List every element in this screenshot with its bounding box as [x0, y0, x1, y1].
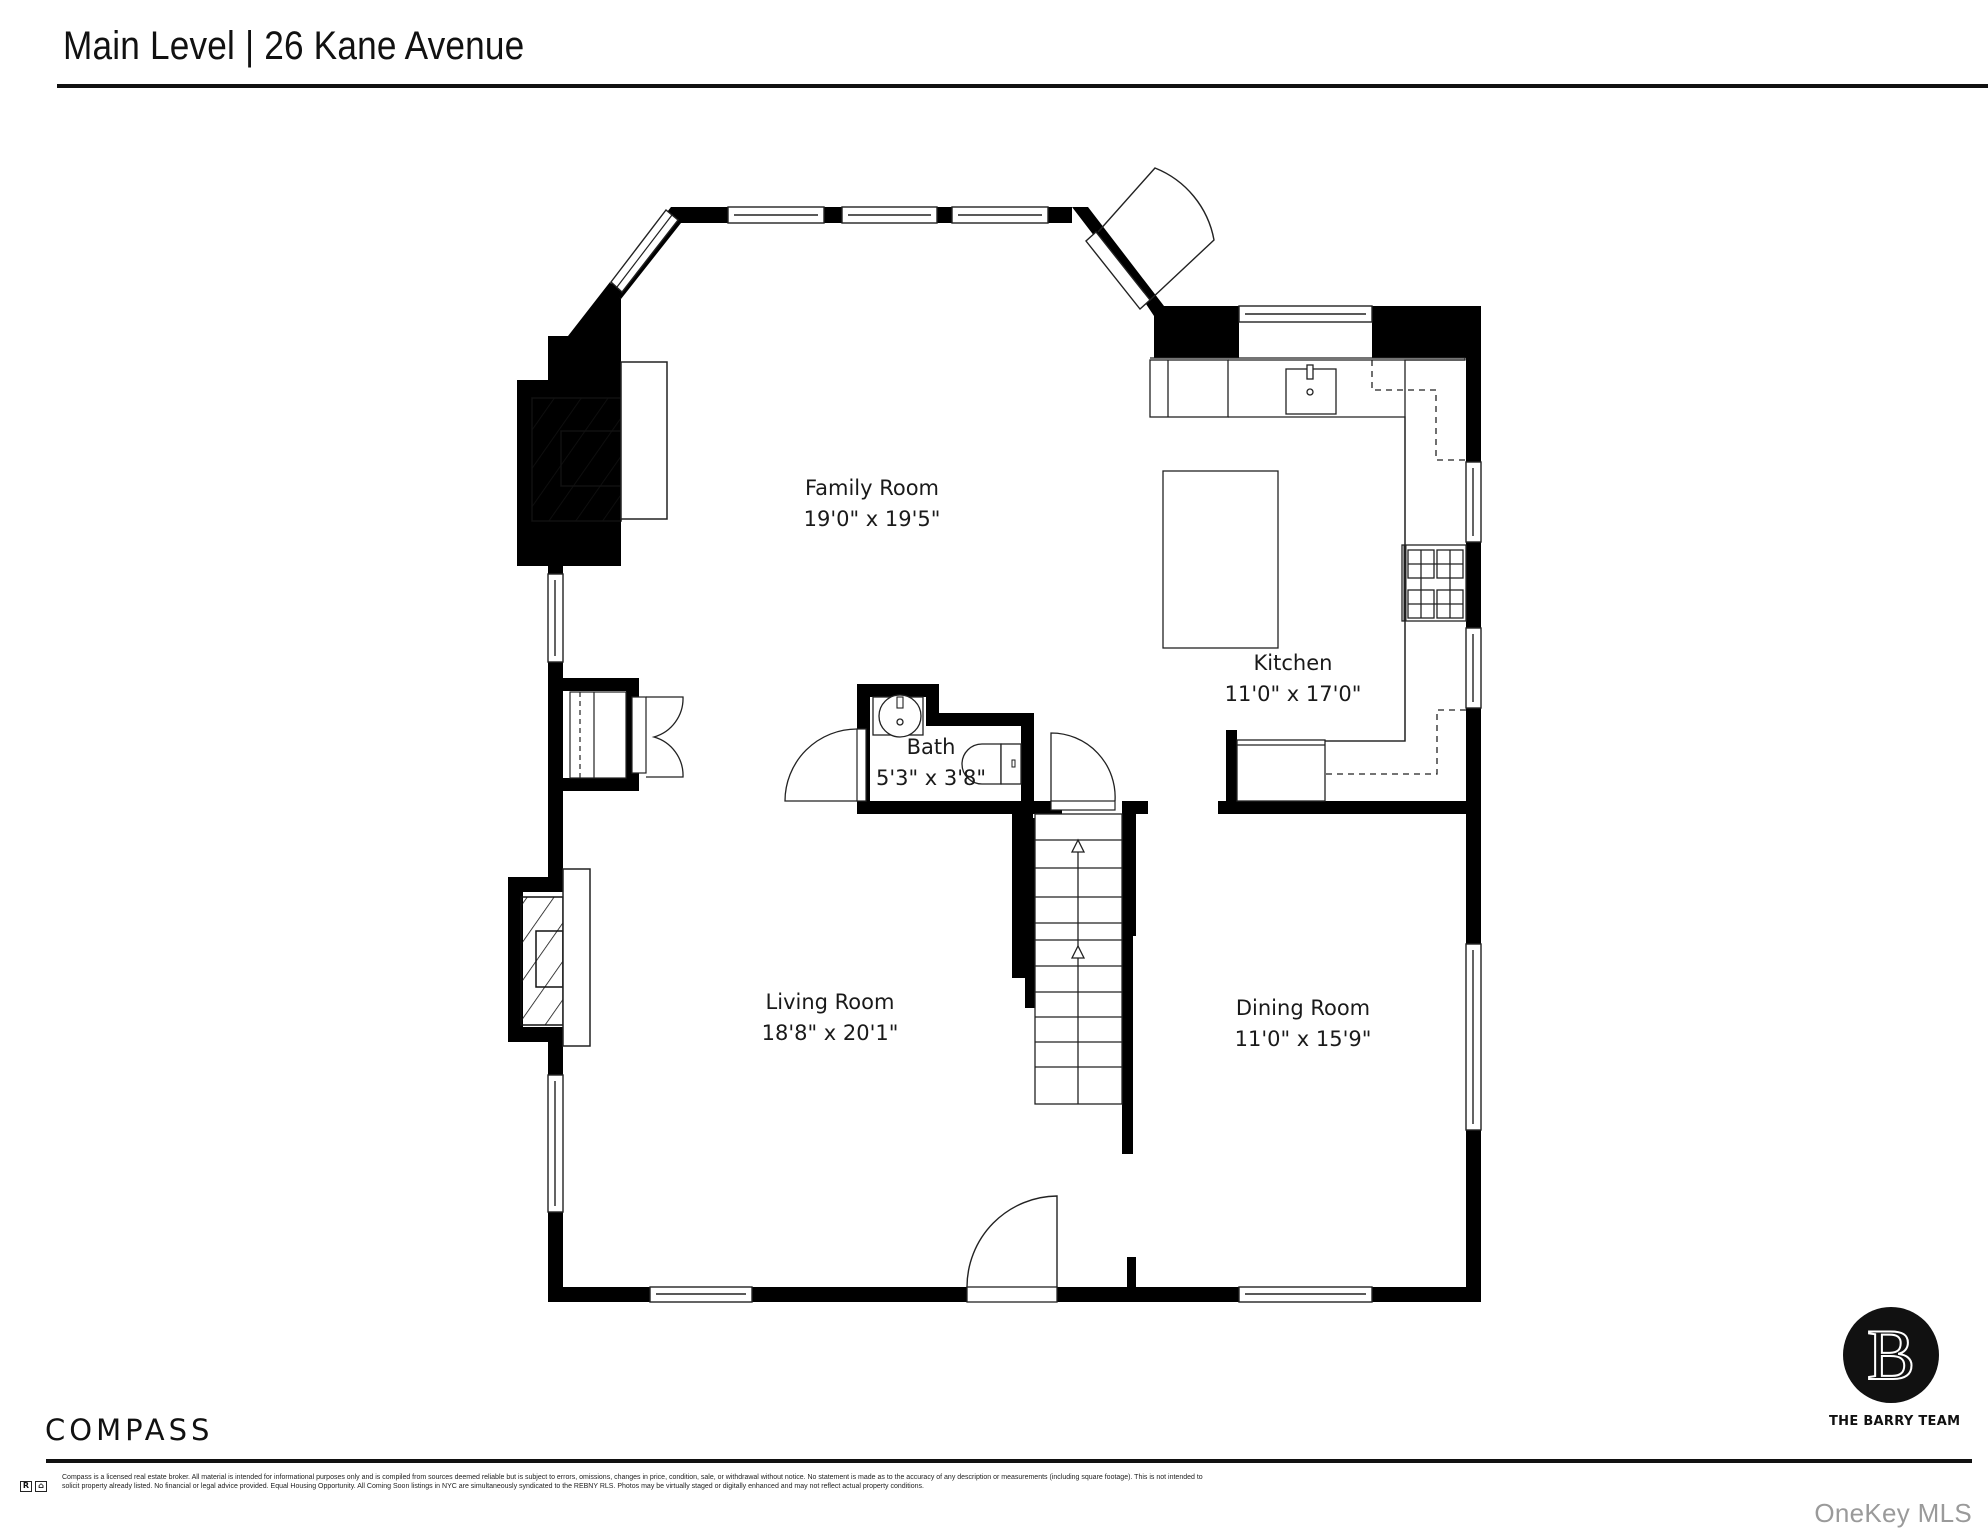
realtor-icon: R: [20, 1481, 32, 1492]
room-label-living-room: Living Room 18'8" x 20'1": [762, 987, 899, 1049]
interior-walls: [563, 678, 1481, 1302]
room-dimensions: 5'3" x 3'8": [875, 766, 987, 790]
room-label-kitchen: Kitchen 11'0" x 17'0": [1225, 648, 1362, 710]
room-name: Dining Room: [1235, 996, 1371, 1020]
room-name: Family Room: [804, 476, 940, 500]
equal-housing-icon: ⌂: [35, 1481, 47, 1492]
room-dimensions: 18'8" x 20'1": [761, 1021, 899, 1045]
staircase: [1034, 813, 1123, 1105]
room-dimensions: 19'0" x 19'5": [803, 507, 941, 531]
room-label-dining-room: Dining Room 11'0" x 15'9": [1235, 993, 1372, 1055]
room-name: Bath: [906, 735, 956, 759]
fair-housing-icons: R ⌂: [20, 1481, 50, 1495]
room-label-family-room: Family Room 19'0" x 19'5": [804, 473, 941, 535]
room-label-bath: Bath 5'3" x 3'8": [876, 732, 986, 794]
room-dimensions: 11'0" x 17'0": [1224, 682, 1362, 706]
room-dimensions: 11'0" x 15'9": [1234, 1027, 1372, 1051]
page-title: Main Level | 26 Kane Avenue: [63, 24, 525, 68]
mls-watermark: OneKey MLS: [1814, 1498, 1972, 1528]
room-name: Living Room: [765, 990, 895, 1014]
barry-team-logo-letter: B: [1866, 1314, 1916, 1396]
compass-logo: COMPASS: [45, 1413, 214, 1447]
header-divider: [57, 84, 1988, 88]
barry-team-name: THE BARRY TEAM: [1829, 1414, 1961, 1429]
barry-team-logo: B: [1843, 1307, 1939, 1403]
kitchen-cabinets: [1149, 357, 1467, 802]
legal-disclaimer: Compass is a licensed real estate broker…: [62, 1474, 1203, 1490]
footer-divider: [46, 1459, 1972, 1463]
room-name: Kitchen: [1253, 651, 1333, 675]
windows: [547, 206, 1482, 1303]
